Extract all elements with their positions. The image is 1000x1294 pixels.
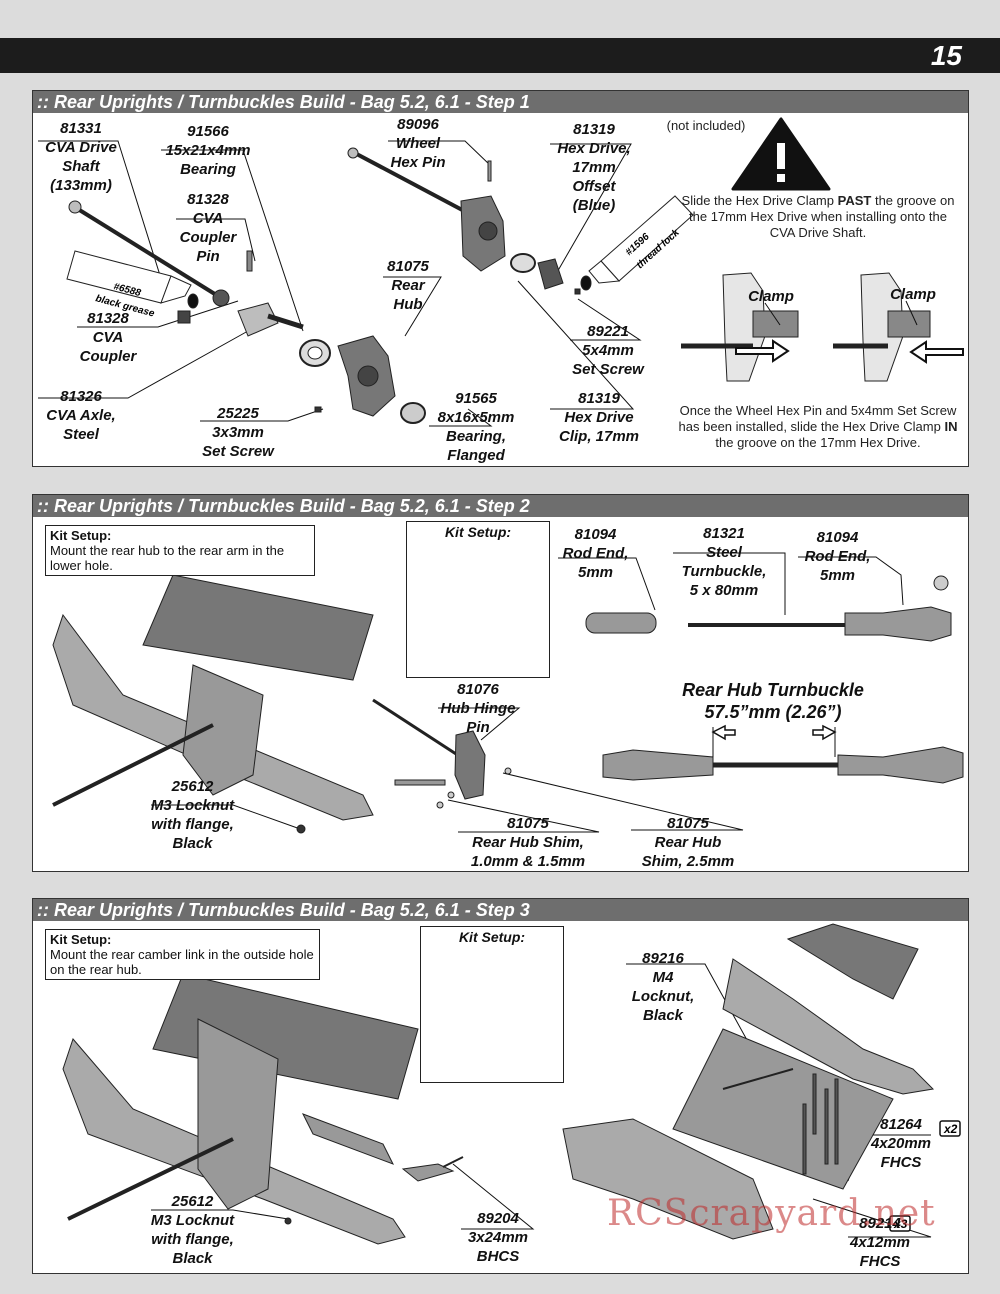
turnbuckle-spec: Rear Hub Turnbuckle 57.5”mm (2.26”)	[658, 679, 888, 723]
step3-panel: :: Rear Uprights / Turnbuckles Build - B…	[32, 898, 969, 1274]
step1-title: :: Rear Uprights / Turnbuckles Build - B…	[33, 91, 968, 113]
qty-89214: x3	[893, 1217, 908, 1231]
page-number: 15	[930, 40, 962, 71]
turnbuckle-title: Rear Hub Turnbuckle	[682, 680, 864, 700]
step1-panel: :: Rear Uprights / Turnbuckles Build - B…	[32, 90, 969, 467]
clamp-label-right: Clamp	[890, 286, 936, 303]
watermark: RCScrapyard.net	[607, 1193, 936, 1234]
step2-title: :: Rear Uprights / Turnbuckles Build - B…	[33, 495, 968, 517]
step2-kit-setup-box-title: Kit Setup:	[444, 524, 512, 540]
step2-kit-setup-note: Kit Setup:Mount the rear hub to the rear…	[45, 525, 315, 576]
step1-illustration: #6588 black grease #1596 thread lock	[38, 117, 964, 427]
step3-kit-setup-box: Kit Setup:	[420, 926, 564, 1083]
step3-kit-setup-note: Kit Setup:Mount the rear camber link in …	[45, 929, 320, 980]
turnbuckle-length: 57.5”mm (2.26”)	[704, 702, 842, 722]
install-note: Once the Wheel Hex Pin and 5x4mm Set Scr…	[678, 403, 958, 450]
warning-note: Slide the Hex Drive Clamp PAST the groov…	[681, 193, 955, 240]
page-header-bar: 15	[0, 38, 1000, 73]
not-included-note: (not included)	[666, 118, 746, 133]
qty-81264: x2	[943, 1122, 958, 1136]
step2-panel: :: Rear Uprights / Turnbuckles Build - B…	[32, 494, 969, 872]
clamp-label-left: Clamp	[748, 288, 794, 305]
step3-title: :: Rear Uprights / Turnbuckles Build - B…	[33, 899, 968, 921]
step3-kit-setup-box-title: Kit Setup:	[458, 929, 526, 945]
step2-kit-setup-box: Kit Setup:	[406, 521, 550, 678]
